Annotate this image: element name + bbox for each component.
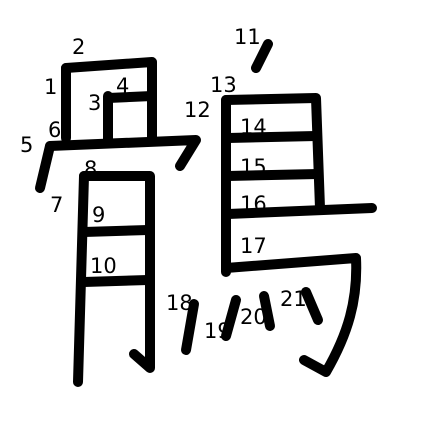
- stroke-number-21: 21: [280, 287, 307, 311]
- stroke-number-19: 19: [204, 319, 231, 343]
- stroke-number-15: 15: [240, 155, 267, 179]
- stroke-10: [79, 275, 153, 287]
- stroke-number-10: 10: [90, 254, 117, 278]
- stroke-number-20: 20: [240, 305, 267, 329]
- stroke-number-18: 18: [166, 291, 193, 315]
- stroke-6: [45, 135, 201, 171]
- stroke-number-13: 13: [210, 73, 237, 97]
- stroke-number-12: 12: [184, 98, 211, 122]
- stroke-15: [223, 169, 323, 181]
- right-component: [181, 39, 377, 377]
- stroke-number-6: 6: [48, 118, 61, 142]
- stroke-number-14: 14: [240, 115, 267, 139]
- stroke-9: [79, 225, 153, 237]
- stroke-4: [103, 91, 157, 103]
- stroke-2: [61, 57, 157, 145]
- stroke-20: [259, 291, 275, 331]
- stroke-number-3: 3: [88, 91, 101, 115]
- stroke-8: [79, 171, 155, 373]
- stroke-11: [251, 39, 273, 73]
- stroke-14: [223, 131, 321, 143]
- stroke-number-labels: 1 2 3 4 5 6 7 8 9 10 11 12 13 14 15 16 1…: [20, 25, 307, 343]
- stroke-number-16: 16: [240, 192, 267, 216]
- stroke-number-5: 5: [20, 133, 33, 157]
- stroke-number-8: 8: [84, 157, 97, 181]
- stroke-number-7: 7: [50, 193, 63, 217]
- stroke-19: [221, 295, 241, 341]
- stroke-5: [35, 141, 55, 193]
- stroke-number-2: 2: [72, 35, 85, 59]
- stroke-21: [301, 287, 323, 325]
- stroke-number-11: 11: [234, 25, 261, 49]
- stroke-number-4: 4: [116, 74, 129, 98]
- stroke-17: [221, 253, 362, 377]
- stroke-number-1: 1: [44, 75, 57, 99]
- stroke-16: [223, 203, 377, 219]
- stroke-number-9: 9: [92, 203, 105, 227]
- left-component: [35, 57, 201, 387]
- stroke-number-17: 17: [240, 234, 267, 258]
- stroke-18: [181, 299, 199, 355]
